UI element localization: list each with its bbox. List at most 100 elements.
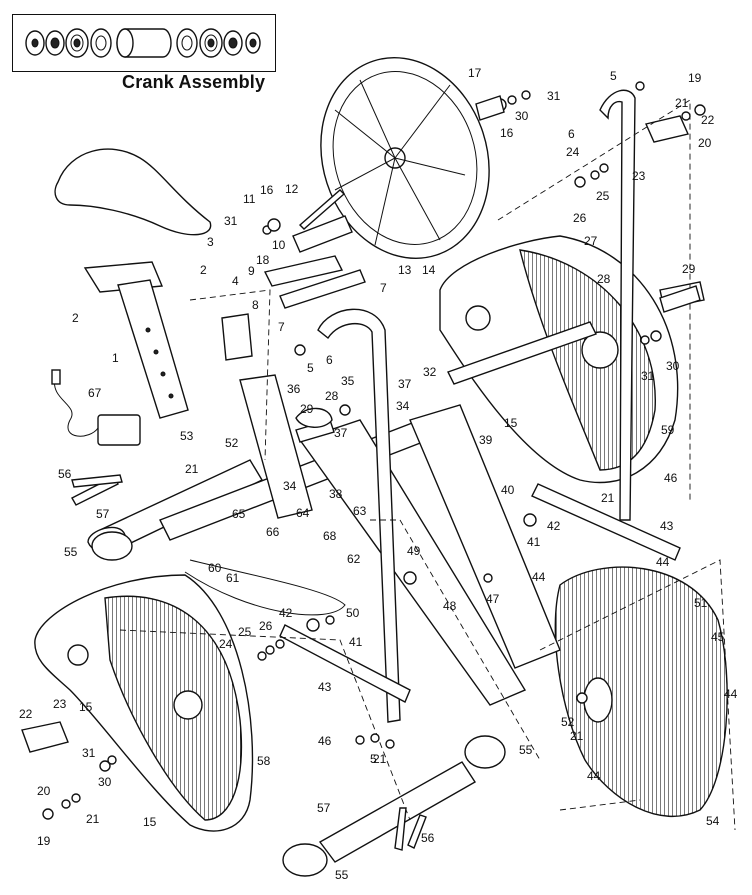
part-label-p31d: 31: [82, 746, 96, 760]
part-label-p45: 45: [711, 630, 725, 644]
part-label-p44b: 44: [532, 570, 546, 584]
part-label-p18: 18: [256, 253, 270, 267]
crank-bearing-right: [199, 28, 223, 58]
part-label-p28a: 28: [597, 272, 611, 286]
part-label-p50: 50: [346, 606, 360, 620]
part-label-p21a: 21: [675, 96, 689, 110]
rear-tube: [91, 531, 133, 561]
part-label-p43a: 43: [660, 519, 674, 533]
part-label-p21b: 21: [185, 462, 199, 476]
part-label-p31b: 31: [224, 214, 238, 228]
part-label-p46a: 46: [664, 471, 678, 485]
part-label-p10: 10: [272, 238, 286, 252]
part-label-p12: 12: [285, 182, 299, 196]
part-label-p26a: 26: [573, 211, 587, 225]
part-label-p42a: 42: [547, 519, 561, 533]
crank-assembly-inset: [12, 14, 276, 72]
part-label-p62: 62: [347, 552, 361, 566]
crank-washer-right: [245, 32, 261, 54]
part-label-p16b: 16: [500, 126, 514, 140]
part-label-p55a: 55: [64, 545, 78, 559]
crank-assembly-title: Crank Assembly: [122, 72, 266, 92]
crank-bearing-left: [65, 28, 89, 58]
part-label-p41b: 41: [349, 635, 363, 649]
part-label-p56a: 56: [58, 467, 72, 481]
part-label-p5b: 5: [307, 361, 314, 375]
part-label-p44c: 44: [724, 687, 738, 701]
part-label-p1: 1: [112, 351, 119, 365]
link-bars: [279, 483, 681, 703]
part-label-p22b: 22: [19, 707, 33, 721]
part-label-p49: 49: [407, 544, 421, 558]
part-label-p26b: 26: [259, 619, 273, 633]
hardware-bits: [42, 81, 706, 851]
ac-adapter: [51, 369, 141, 446]
part-label-p5a: 5: [610, 69, 617, 83]
part-label-p55c: 55: [335, 868, 349, 882]
part-label-p43b: 43: [318, 680, 332, 694]
part-label-p31a: 31: [547, 89, 561, 103]
part-label-p2b: 2: [72, 311, 79, 325]
left-chain-guard: [34, 574, 254, 832]
crank-assembly-parts: [25, 28, 261, 58]
drive-belt: [184, 559, 346, 616]
crank-cup-left: [90, 28, 112, 58]
part-label-p15b: 15: [79, 700, 93, 714]
part-label-p32: 32: [423, 365, 437, 379]
part-label-p53: 53: [180, 429, 194, 443]
part-label-p22a: 22: [701, 113, 715, 127]
part-label-p39: 39: [479, 433, 493, 447]
part-label-p25b: 25: [238, 625, 252, 639]
flywheel: [320, 57, 490, 259]
part-label-p38: 38: [329, 487, 343, 501]
part-label-p21e: 21: [373, 752, 387, 766]
part-label-p13: 13: [398, 263, 412, 277]
part-label-p47: 47: [486, 592, 500, 606]
part-label-p24b: 24: [219, 637, 233, 651]
part-label-p25a: 25: [596, 189, 610, 203]
part-label-p46b: 46: [318, 734, 332, 748]
part-label-p7b: 7: [278, 320, 285, 334]
crank-nut-left: [45, 30, 65, 56]
part-label-p60: 60: [208, 561, 222, 575]
part-label-p20a: 20: [698, 136, 712, 150]
part-label-p44a: 44: [656, 555, 670, 569]
part-label-p52a: 52: [225, 436, 239, 450]
seat-post-holes: [145, 327, 174, 399]
part-label-p21f: 21: [86, 812, 100, 826]
part-label-p6b: 6: [326, 353, 333, 367]
part-label-p23a: 23: [632, 169, 646, 183]
part-label-p42b: 42: [279, 606, 293, 620]
part-label-p34a: 34: [396, 399, 410, 413]
part-label-p54: 54: [706, 814, 720, 828]
part-label-p37b: 37: [334, 426, 348, 440]
pedal-right: [645, 115, 689, 143]
part-label-p15c: 15: [143, 815, 157, 829]
part-label-p34b: 34: [283, 479, 297, 493]
part-label-p6a: 6: [568, 127, 575, 141]
part-label-p30a: 30: [515, 109, 529, 123]
part-label-p63: 63: [353, 504, 367, 518]
part-label-p11: 11: [243, 192, 256, 206]
part-label-p21c: 21: [601, 491, 615, 505]
part-label-p19b: 19: [37, 834, 51, 848]
front-stabilizer: [282, 735, 506, 877]
part-label-p28b: 28: [325, 389, 339, 403]
part-label-p64: 64: [296, 506, 310, 520]
part-label-p55b: 55: [519, 743, 533, 757]
part-label-p31c: 31: [641, 369, 655, 383]
part-label-p30c: 30: [98, 775, 112, 789]
part-label-p23b: 23: [53, 697, 67, 711]
part-label-p3: 3: [207, 235, 214, 249]
part-label-p44d: 44: [587, 769, 601, 783]
part-label-p16a: 16: [260, 183, 274, 197]
seat-post: [117, 279, 189, 419]
crank-nut-right: [223, 30, 243, 56]
crank-washer-left: [25, 30, 45, 56]
part-label-p14: 14: [422, 263, 436, 277]
assembly-guidelines: [119, 99, 736, 831]
part-label-p7a: 7: [380, 281, 387, 295]
